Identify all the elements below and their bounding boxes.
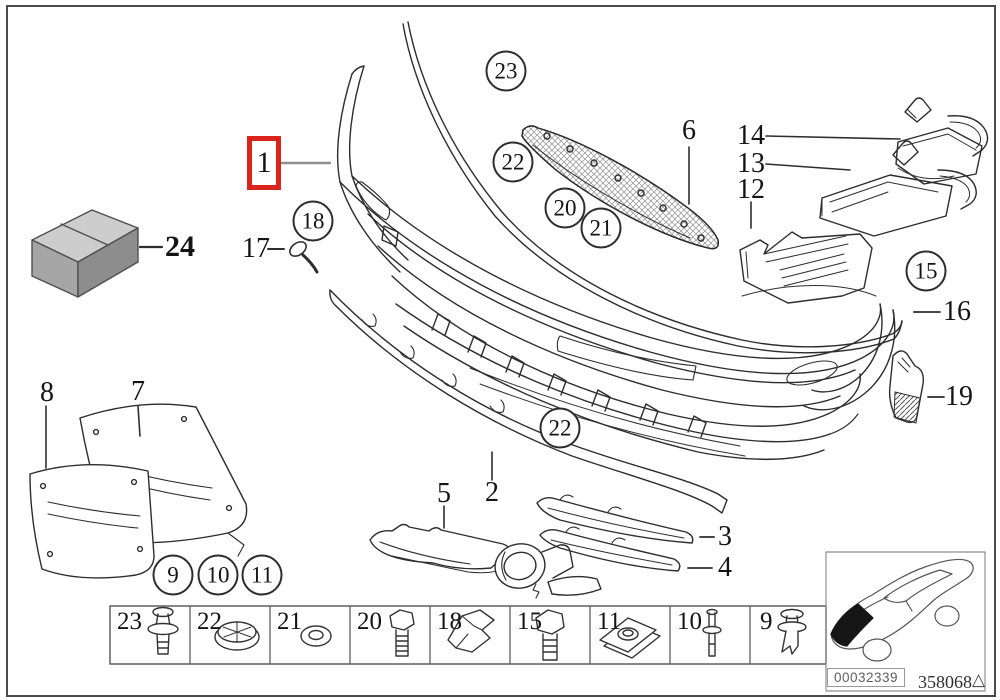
callout-12[interactable]: 12: [737, 174, 765, 205]
washer-icon: [300, 625, 332, 647]
bracket-19-art: [888, 350, 925, 424]
image-code: 00032339: [827, 668, 905, 687]
fastener-cell-22[interactable]: 22: [197, 608, 222, 635]
fastener-icons: [147, 606, 807, 661]
plastic-nut-icon: [214, 621, 260, 651]
callout-8[interactable]: 8: [40, 377, 54, 408]
cage-nut-icon: [599, 617, 661, 659]
vehicle-thumbnail-art: [825, 551, 986, 692]
diagram-number: 358068: [918, 672, 972, 692]
callout-4[interactable]: 4: [718, 552, 732, 583]
callout-17[interactable]: 17: [242, 233, 270, 264]
callout-10[interactable]: 10: [197, 554, 239, 596]
fastener-cell-11[interactable]: 11: [597, 608, 622, 635]
trim-strip-3-art: [536, 494, 694, 544]
callout-23[interactable]: 23: [485, 50, 527, 92]
callout-22-grille[interactable]: 22: [492, 141, 534, 183]
fastener-cell-20[interactable]: 20: [357, 608, 382, 635]
hex-bolt-icon: [535, 609, 565, 661]
callout-9[interactable]: 9: [152, 554, 194, 596]
callout-19[interactable]: 19: [945, 381, 973, 412]
mesh-grille-art: [521, 125, 719, 250]
callout-24[interactable]: 24: [165, 230, 195, 263]
delta-marker-icon: △: [972, 670, 986, 689]
license-filler-8-art: [29, 463, 155, 579]
callout-1-selected[interactable]: 1: [247, 136, 281, 190]
callout-11[interactable]: 11: [241, 554, 283, 596]
fastener-cell-21[interactable]: 21: [277, 608, 302, 635]
fastener-cell-23[interactable]: 23: [117, 608, 142, 635]
fastener-cell-18[interactable]: 18: [437, 608, 462, 635]
fog-cover-13-art: [819, 140, 977, 237]
fastener-cell-15[interactable]: 15: [517, 608, 542, 635]
trim-strip-16-art: [402, 21, 903, 354]
fastener-cell-9[interactable]: 9: [760, 608, 773, 635]
callout-14[interactable]: 14: [737, 120, 765, 151]
bumper-cover-art: [336, 65, 896, 460]
kit-box-art: [31, 209, 139, 298]
callout-18[interactable]: 18: [292, 200, 334, 242]
callout-20[interactable]: 20: [544, 187, 586, 229]
fog-housing-art: [494, 543, 602, 599]
fog-cover-14-art: [895, 97, 989, 185]
callout-2[interactable]: 2: [485, 477, 499, 508]
callout-3[interactable]: 3: [718, 521, 732, 552]
callout-16[interactable]: 16: [943, 296, 971, 327]
callout-22-spoiler[interactable]: 22: [539, 407, 581, 449]
callout-6[interactable]: 6: [682, 115, 696, 146]
pin-rivet-icon: [702, 608, 722, 657]
page-border: [6, 5, 996, 697]
leader-lines: [45, 135, 945, 569]
callout-21[interactable]: 21: [580, 207, 622, 249]
fastener-cell-10[interactable]: 10: [677, 608, 702, 635]
spring-clamp-icon: [447, 609, 495, 653]
fog-grille-12-art: [739, 231, 873, 304]
callout-13[interactable]: 13: [737, 148, 765, 179]
bracket-5-art: [369, 523, 510, 574]
callout-7[interactable]: 7: [131, 376, 145, 407]
expansion-clip-icon: [777, 608, 807, 655]
callout-15[interactable]: 15: [905, 250, 947, 292]
hex-bolt-icon: [389, 609, 415, 657]
expanding-rivet-icon: [147, 606, 179, 655]
fastener-table-art: [109, 605, 827, 665]
callout-5[interactable]: 5: [437, 478, 451, 509]
trim-strip-4-art: [539, 526, 681, 572]
tow-hook-icon: [289, 241, 319, 274]
